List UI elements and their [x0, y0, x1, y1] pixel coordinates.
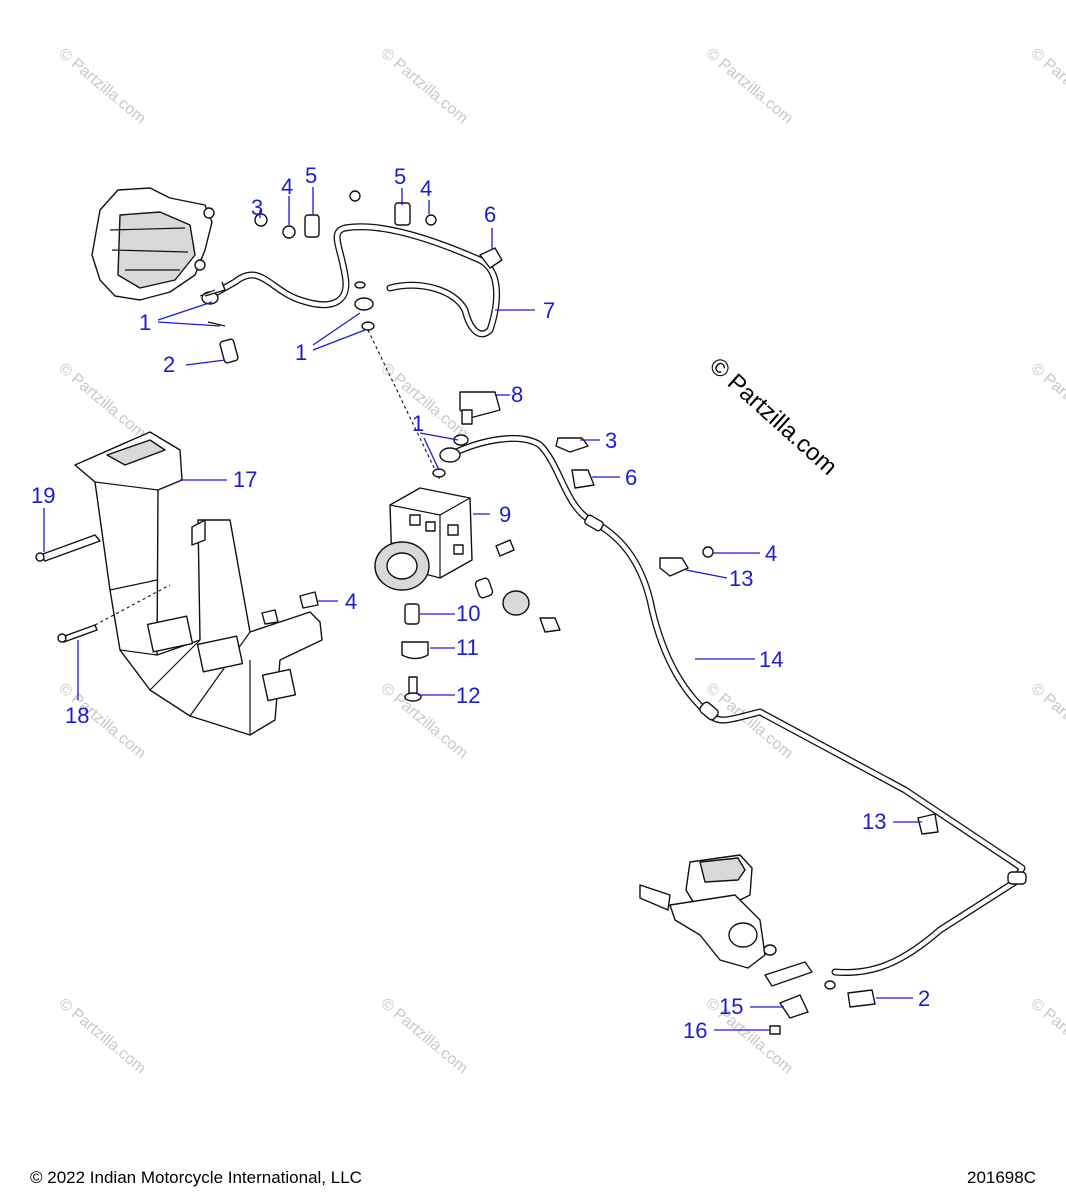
- watermark-main: © Partzilla.com: [704, 352, 842, 480]
- bracket-bolts: [35, 534, 101, 643]
- watermark: © Partzilla.com: [55, 45, 149, 127]
- callout-4: 4: [765, 541, 777, 566]
- callout-12: 12: [456, 683, 480, 708]
- watermark: © Partzilla.com: [702, 45, 796, 127]
- callout-1: 1: [295, 340, 307, 365]
- upper-small-parts: [199, 190, 503, 481]
- master-cylinder-line: [659, 546, 1027, 976]
- callout-1: 1: [412, 411, 424, 436]
- watermark: © Partzilla.com: [55, 995, 149, 1077]
- watermark: © Partzilla.com: [1027, 995, 1066, 1077]
- callout-5: 5: [394, 164, 406, 189]
- copyright-text: © 2022 Indian Motorcycle International, …: [30, 1168, 362, 1187]
- mount-hardware: [401, 577, 561, 702]
- callout-3: 3: [251, 195, 263, 220]
- callout-13: 13: [729, 566, 753, 591]
- brake-caliper: [91, 187, 215, 301]
- callout-10: 10: [456, 601, 480, 626]
- callout-6: 6: [625, 465, 637, 490]
- abs-module: [374, 487, 515, 591]
- watermark: © Partzilla.com: [377, 995, 471, 1077]
- watermark: © Partzilla.com: [1027, 45, 1066, 127]
- callout-2: 2: [163, 352, 175, 377]
- callout-9: 9: [499, 502, 511, 527]
- callout-7: 7: [543, 298, 555, 323]
- callout-14: 14: [759, 647, 783, 672]
- callout-16: 16: [683, 1018, 707, 1043]
- watermark: © Partzilla.com: [377, 45, 471, 127]
- master-cylinder: [639, 854, 876, 1035]
- callout-3: 3: [605, 428, 617, 453]
- callout-2: 2: [918, 986, 930, 1011]
- diagram-id: 201698C: [966, 1168, 1036, 1187]
- callout-18: 18: [65, 703, 89, 728]
- callout-1: 1: [139, 310, 151, 335]
- callout-4: 4: [345, 589, 357, 614]
- callout-4: 4: [420, 176, 432, 201]
- callout-13: 13: [862, 809, 886, 834]
- watermark: © Partzilla.com: [55, 360, 149, 442]
- abs-lines: [432, 391, 714, 719]
- leader-lines: [43, 187, 922, 1031]
- callout-17: 17: [233, 467, 257, 492]
- callout-6: 6: [484, 202, 496, 227]
- callout-11: 11: [456, 635, 479, 660]
- callout-4: 4: [281, 174, 293, 199]
- callout-5: 5: [305, 163, 317, 188]
- abs-bracket: [74, 431, 323, 736]
- watermark: © Partzilla.com: [1027, 360, 1066, 442]
- callout-8: 8: [511, 382, 523, 407]
- callout-numbers: 1 1 1 2 2 3 3 4 4 4 4 5 5 6 6 7 8 9 10 1…: [31, 163, 930, 1043]
- callout-19: 19: [31, 483, 55, 508]
- watermark: © Partzilla.com: [1027, 680, 1066, 762]
- callout-15: 15: [719, 994, 743, 1019]
- rear-brake-hose: [201, 223, 501, 338]
